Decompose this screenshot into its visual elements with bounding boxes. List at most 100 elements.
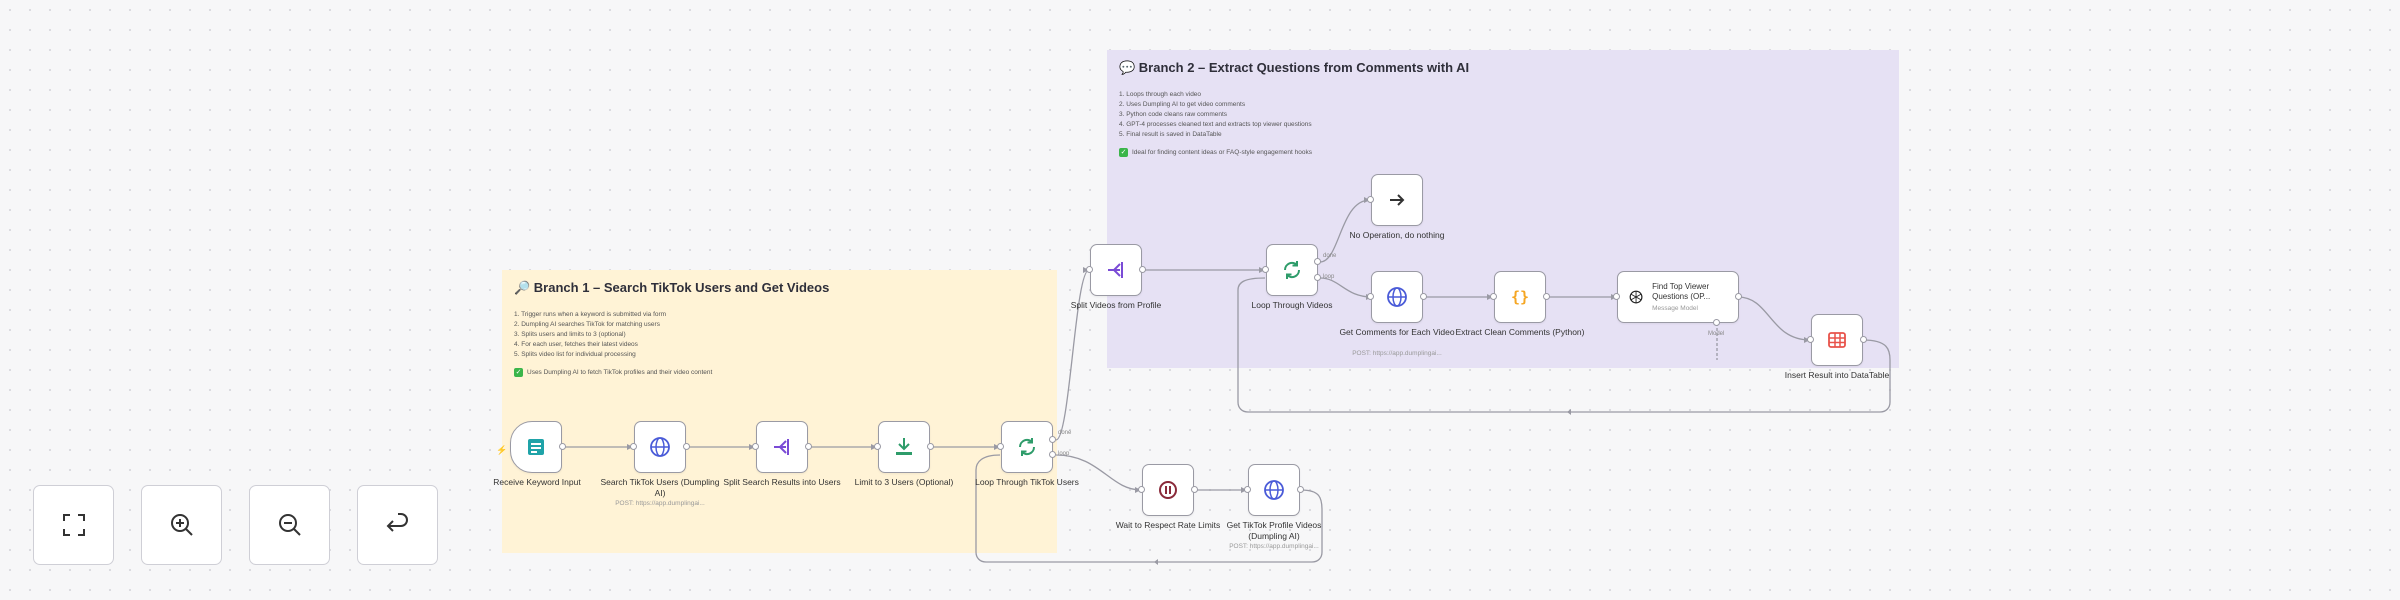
output-port[interactable]	[1543, 293, 1550, 300]
split-videos-node[interactable]	[1090, 244, 1142, 296]
get-videos-node[interactable]	[1248, 464, 1300, 516]
input-port[interactable]	[997, 443, 1004, 450]
search-users-node[interactable]	[634, 421, 686, 473]
step-item: 1. Trigger runs when a keyword is submit…	[514, 311, 667, 318]
limit-users-node[interactable]	[878, 421, 930, 473]
step-item: 5. Splits video list for individual proc…	[514, 351, 636, 358]
globe-icon	[650, 437, 670, 457]
node-label: Get TikTok Profile Videos (Dumpling AI)	[1226, 520, 1322, 541]
fit-view-button[interactable]	[33, 485, 114, 565]
node-subtitle: POST: https://app.dumplingai...	[615, 500, 705, 507]
step-item: 4. For each user, fetches their latest v…	[514, 341, 638, 348]
zoom-in-button[interactable]	[141, 485, 222, 565]
output-port-loop[interactable]	[1049, 451, 1056, 458]
globe-icon	[1387, 287, 1407, 307]
input-port[interactable]	[1086, 266, 1093, 273]
output-port[interactable]	[1191, 486, 1198, 493]
trigger-marker-icon: ⚡	[496, 445, 508, 455]
input-port[interactable]	[874, 443, 881, 450]
node-label: Get Comments for Each Video	[1339, 327, 1455, 337]
svg-text:{}: {}	[1511, 288, 1529, 306]
node-label: Search TikTok Users (Dumpling AI)	[600, 477, 720, 498]
edge-loop-users-done-to-split-videos	[1055, 269, 1090, 441]
edge-loop-videos-done-to-noop	[1319, 199, 1371, 263]
input-port[interactable]	[1490, 293, 1497, 300]
wait-node[interactable]	[1142, 464, 1194, 516]
step-item: 2. Dumpling AI searches TikTok for match…	[514, 321, 660, 328]
find-questions-node[interactable]: Find Top Viewer Questions (OP... Message…	[1617, 271, 1739, 323]
input-port[interactable]	[1613, 293, 1620, 300]
done-tag: done	[1058, 430, 1072, 436]
sticky-title-branch-2: 💬 Branch 2 – Extract Questions from Comm…	[1119, 60, 1470, 75]
zoom-out-button[interactable]	[249, 485, 330, 565]
step-item: 1. Loops through each video	[1119, 91, 1202, 98]
undo-button[interactable]	[357, 485, 438, 565]
input-port[interactable]	[1367, 293, 1374, 300]
sticky-note-label: Ideal for finding content ideas or FAQ-s…	[1132, 149, 1312, 156]
step-item: 2. Uses Dumpling AI to get video comment…	[1119, 101, 1246, 108]
node-subtitle: POST: https://app.dumplingai...	[1352, 350, 1442, 357]
loop-icon	[1018, 438, 1036, 456]
node-label: Limit to 3 Users (Optional)	[854, 477, 954, 487]
insert-datatable-node[interactable]	[1811, 314, 1863, 366]
table-icon	[1828, 332, 1846, 348]
output-port[interactable]	[805, 443, 812, 450]
arrow-right-icon	[1390, 194, 1405, 206]
step-item: 5. Final result is saved in DataTable	[1119, 131, 1222, 138]
output-port[interactable]	[1420, 293, 1427, 300]
output-port[interactable]	[1860, 336, 1867, 343]
node-label: Receive Keyword Input	[493, 477, 581, 487]
input-port[interactable]	[1807, 336, 1814, 343]
zoom-out-icon	[278, 514, 301, 536]
split-icon	[774, 439, 789, 455]
no-operation-node[interactable]	[1371, 174, 1423, 226]
form-icon	[528, 439, 544, 455]
extract-comments-node[interactable]: {}	[1494, 271, 1546, 323]
node-label: Wait to Respect Rate Limits	[1115, 520, 1221, 530]
step-item: 3. Python code cleans raw comments	[1119, 111, 1228, 118]
sticky-steps-branch-2: 1. Loops through each video 2. Uses Dump…	[1119, 90, 1887, 140]
node-label: Extract Clean Comments (Python)	[1455, 327, 1585, 337]
output-port[interactable]	[1297, 486, 1304, 493]
receive-keyword-node[interactable]	[510, 421, 562, 473]
loop-users-node[interactable]	[1001, 421, 1053, 473]
node-label: No Operation, do nothing	[1349, 230, 1445, 240]
input-port[interactable]	[630, 443, 637, 450]
sticky-title-branch-1: 🔎 Branch 1 – Search TikTok Users and Get…	[514, 280, 830, 295]
undo-icon	[386, 513, 408, 532]
output-port[interactable]	[927, 443, 934, 450]
node-label: Split Search Results into Users	[723, 477, 841, 487]
output-port-loop[interactable]	[1314, 274, 1321, 281]
input-port[interactable]	[1138, 486, 1145, 493]
loop-tag: loop	[1058, 451, 1070, 457]
sticky-steps-branch-1: 1. Trigger runs when a keyword is submit…	[514, 310, 1045, 360]
input-port[interactable]	[1367, 196, 1374, 203]
get-comments-node[interactable]	[1371, 271, 1423, 323]
node-label: Insert Result into DataTable	[1784, 370, 1890, 380]
step-item: 3. Splits users and limits to 3 (optiona…	[514, 331, 626, 338]
sticky-note-branch-1[interactable]: 🔎 Branch 1 – Search TikTok Users and Get…	[502, 270, 1057, 553]
openai-icon	[1629, 290, 1643, 304]
input-port[interactable]	[752, 443, 759, 450]
output-port-done[interactable]	[1049, 436, 1056, 443]
node-subtitle: Message Model	[1652, 305, 1698, 312]
zoom-in-icon	[170, 514, 193, 536]
input-port[interactable]	[1262, 266, 1269, 273]
output-port[interactable]	[1139, 266, 1146, 273]
done-tag: done	[1323, 253, 1337, 259]
step-item: 4. GPT-4 processes cleaned text and extr…	[1119, 121, 1312, 128]
output-port[interactable]	[559, 443, 566, 450]
loop-videos-node[interactable]	[1266, 244, 1318, 296]
output-port-done[interactable]	[1314, 258, 1321, 265]
pause-icon	[1159, 481, 1177, 499]
split-users-node[interactable]	[756, 421, 808, 473]
sticky-note-text: ✓ Ideal for finding content ideas or FAQ…	[1119, 148, 1887, 157]
model-port[interactable]	[1713, 319, 1720, 326]
edge-find-questions-to-insert	[1737, 296, 1811, 341]
input-port[interactable]	[1244, 486, 1251, 493]
code-braces-icon: {}	[1511, 288, 1529, 306]
edge-loop-videos-loop-to-get-comments	[1319, 277, 1373, 298]
output-port[interactable]	[1735, 293, 1742, 300]
model-tag: Model	[1708, 331, 1725, 337]
output-port[interactable]	[683, 443, 690, 450]
